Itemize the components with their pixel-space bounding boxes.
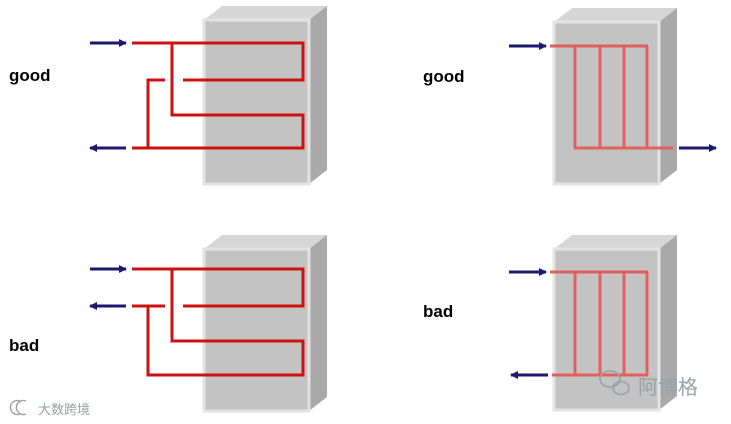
pipe-network: [550, 270, 649, 377]
panel-top-left-good: [89, 6, 327, 186]
wechat-icon: [599, 370, 630, 396]
label-bad-bottom-left: bad: [9, 336, 40, 355]
exchanger-box: [202, 6, 327, 186]
panel-bottom-right-bad: [509, 235, 677, 412]
pipe-network: [132, 267, 305, 377]
pipe-network: [132, 41, 305, 150]
pipe-network: [550, 44, 673, 150]
panel-top-right-good: [509, 8, 717, 186]
watermark-left: 大数跨境: [38, 403, 91, 418]
label-bad-bottom-right: bad: [423, 302, 454, 321]
logo-icon: [9, 399, 27, 416]
exchanger-box: [552, 235, 677, 412]
exchanger-box: [552, 8, 677, 186]
panel-bottom-left-bad: [89, 235, 327, 413]
label-good-top-left: good: [9, 66, 51, 85]
exchanger-box: [202, 235, 327, 413]
watermark-right: 阿博格: [638, 375, 698, 399]
label-good-top-right: good: [423, 67, 465, 86]
